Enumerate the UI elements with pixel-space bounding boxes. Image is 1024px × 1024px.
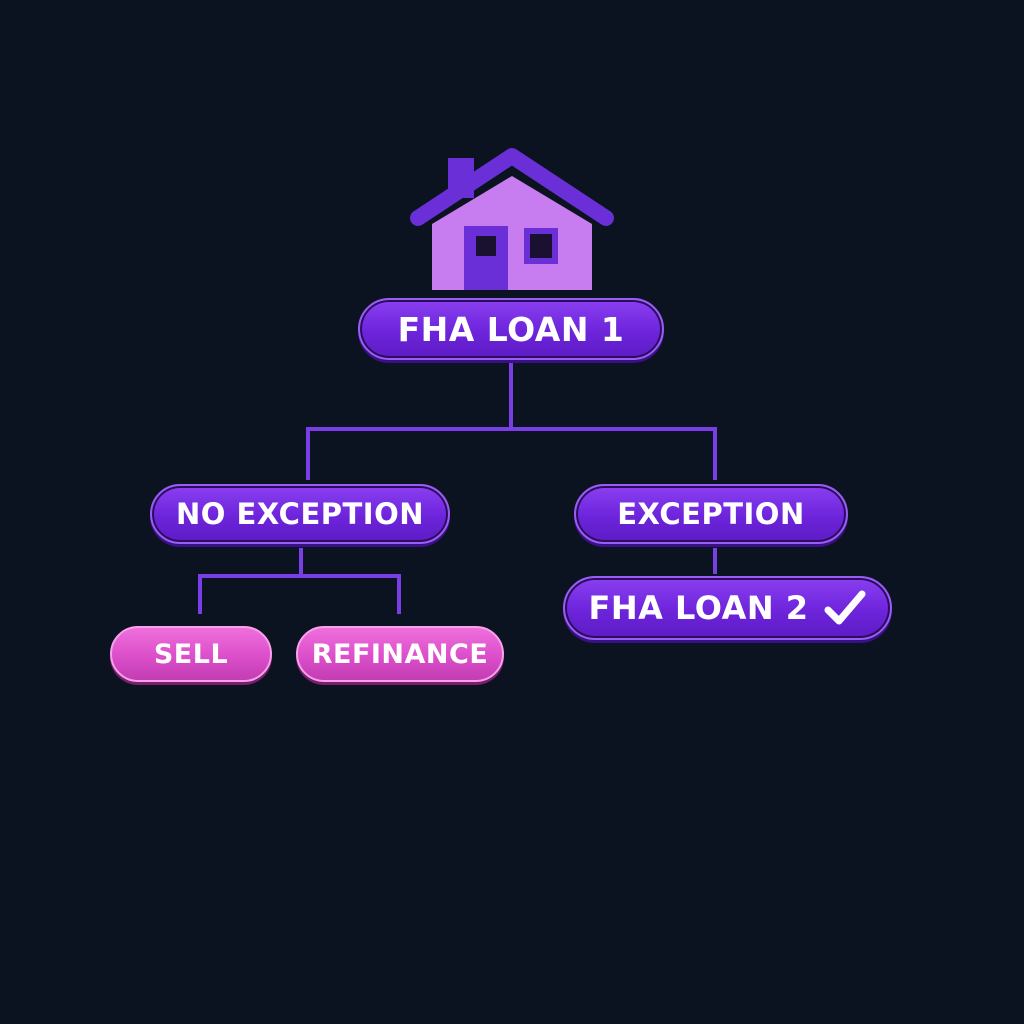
node-refinance: REFINANCE [296,626,504,682]
node-no-exception-label: NO EXCEPTION [176,497,424,531]
node-fha-loan-1: FHA LOAN 1 [358,298,664,360]
node-no-exception: NO EXCEPTION [150,484,450,544]
node-fha-loan-1-label: FHA LOAN 1 [397,309,625,349]
node-fha-loan-2: FHA LOAN 2 [563,576,892,640]
node-exception: EXCEPTION [574,484,848,544]
node-fha-loan-2-label: FHA LOAN 2 [588,589,809,627]
node-exception-label: EXCEPTION [617,497,805,531]
node-sell-label: SELL [153,638,229,670]
node-refinance-label: REFINANCE [311,638,489,670]
node-sell: SELL [110,626,272,682]
house-icon [410,148,614,290]
checkmark-icon [824,590,866,625]
